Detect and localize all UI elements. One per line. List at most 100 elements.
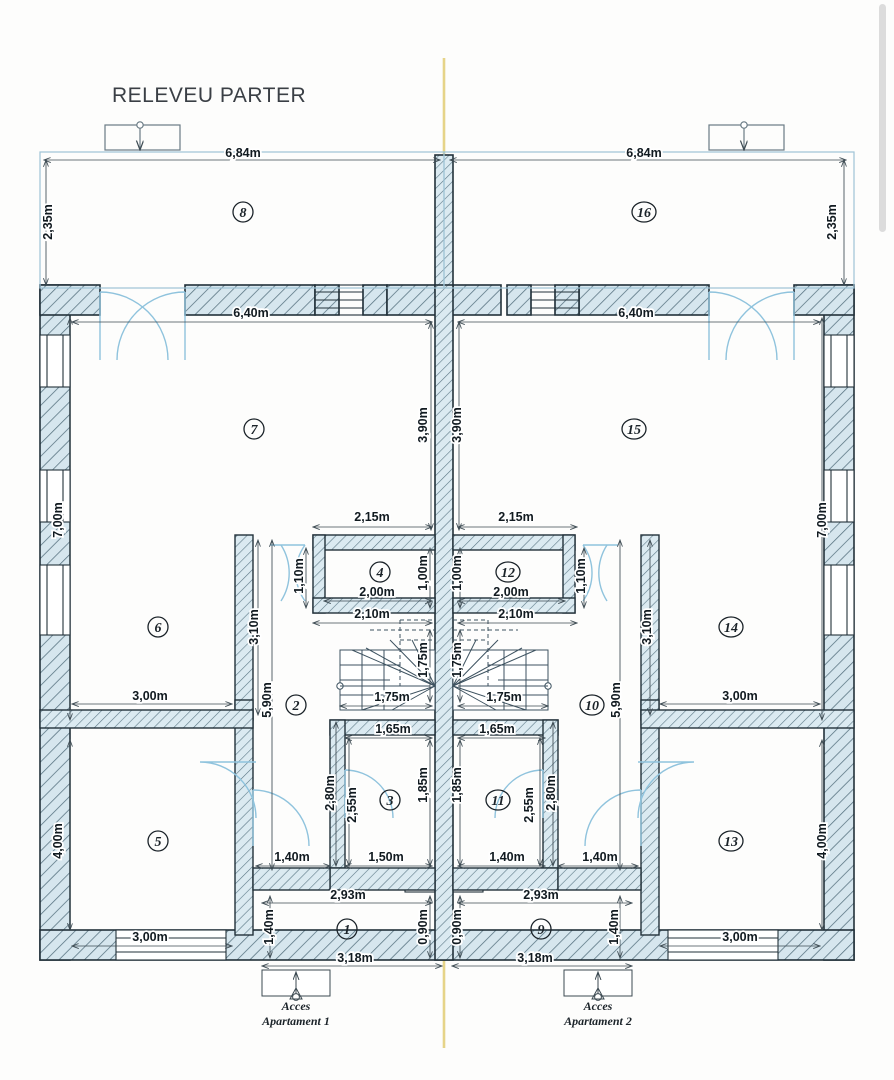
svg-text:1,75m: 1,75m: [450, 642, 464, 677]
svg-text:3,18m: 3,18m: [337, 951, 372, 965]
entrance-marker-1: [261, 969, 331, 1001]
svg-text:2,80m: 2,80m: [323, 775, 337, 810]
svg-text:3,00m: 3,00m: [722, 689, 757, 703]
svg-text:1,75m: 1,75m: [374, 690, 409, 704]
svg-text:3,10m: 3,10m: [640, 609, 654, 644]
svg-text:2,55m: 2,55m: [522, 787, 536, 822]
page-title: RELEVEU PARTER: [112, 84, 307, 107]
svg-text:2,93m: 2,93m: [330, 888, 365, 902]
svg-text:2,00m: 2,00m: [493, 585, 528, 599]
svg-text:2,35m: 2,35m: [825, 204, 839, 239]
svg-text:1,75m: 1,75m: [416, 642, 430, 677]
svg-text:5,90m: 5,90m: [609, 682, 623, 717]
room-number-14: 14: [718, 616, 744, 638]
svg-text:2,35m: 2,35m: [41, 204, 55, 239]
svg-text:0,90m: 0,90m: [450, 909, 464, 944]
svg-text:3,18m: 3,18m: [517, 951, 552, 965]
svg-text:3,00m: 3,00m: [132, 689, 167, 703]
svg-text:6,84m: 6,84m: [626, 146, 661, 160]
svg-text:2,55m: 2,55m: [522, 787, 536, 822]
svg-text:8: 8: [240, 206, 247, 221]
room-number-3: 3: [379, 789, 401, 811]
svg-text:4,00m: 4,00m: [51, 823, 65, 858]
svg-text:2,55m: 2,55m: [345, 787, 359, 822]
svg-text:6,40m: 6,40m: [233, 306, 268, 320]
svg-text:12: 12: [501, 566, 515, 581]
room-number-1: 1: [336, 918, 358, 940]
svg-text:6,84m: 6,84m: [225, 146, 260, 160]
svg-text:3,10m: 3,10m: [247, 609, 261, 644]
svg-text:1,85m: 1,85m: [416, 767, 430, 802]
staircase-right: [452, 619, 552, 711]
svg-text:1,40m: 1,40m: [274, 850, 309, 864]
room-number-4: 4: [369, 561, 391, 583]
svg-text:7: 7: [251, 423, 259, 438]
svg-text:3,00m: 3,00m: [132, 930, 167, 944]
room-number-7: 7: [243, 418, 265, 440]
svg-text:5,90m: 5,90m: [260, 682, 274, 717]
svg-text:2: 2: [292, 699, 300, 714]
svg-text:1,65m: 1,65m: [375, 722, 410, 736]
svg-text:16: 16: [637, 206, 651, 221]
svg-text:1,40m: 1,40m: [262, 909, 276, 944]
svg-text:1,00m: 1,00m: [416, 555, 430, 590]
svg-text:1,40m: 1,40m: [489, 850, 524, 864]
svg-text:13: 13: [724, 835, 738, 850]
svg-text:0,90m: 0,90m: [416, 909, 430, 944]
room-number-2: 2: [285, 694, 307, 716]
svg-text:2,10m: 2,10m: [498, 607, 533, 621]
svg-text:1,40m: 1,40m: [607, 909, 621, 944]
svg-text:1,65m: 1,65m: [375, 722, 410, 736]
svg-text:Acces: Acces: [281, 999, 311, 1013]
room-number-6: 6: [147, 616, 169, 638]
svg-text:1: 1: [344, 923, 351, 938]
svg-text:1,00m: 1,00m: [450, 555, 464, 590]
staircase-left: [336, 619, 436, 711]
svg-text:2,35m: 2,35m: [825, 204, 839, 239]
svg-text:7,00m: 7,00m: [815, 502, 829, 537]
svg-text:2,15m: 2,15m: [354, 510, 389, 524]
entrance-marker-2: [563, 969, 633, 1001]
svg-text:6,40m: 6,40m: [233, 306, 268, 320]
svg-text:7,00m: 7,00m: [51, 502, 65, 537]
svg-text:1,40m: 1,40m: [607, 909, 621, 944]
svg-text:3,90m: 3,90m: [416, 407, 430, 442]
svg-text:5,90m: 5,90m: [609, 682, 623, 717]
vertical-scrollbar[interactable]: [879, 4, 886, 232]
svg-text:1,10m: 1,10m: [292, 558, 306, 593]
svg-text:5,90m: 5,90m: [260, 682, 274, 717]
room-number-8: 8: [232, 201, 254, 223]
svg-text:1,85m: 1,85m: [450, 767, 464, 802]
svg-text:2,00m: 2,00m: [493, 585, 528, 599]
svg-text:2,15m: 2,15m: [354, 510, 389, 524]
svg-text:1,65m: 1,65m: [479, 722, 514, 736]
svg-text:0,90m: 0,90m: [450, 909, 464, 944]
